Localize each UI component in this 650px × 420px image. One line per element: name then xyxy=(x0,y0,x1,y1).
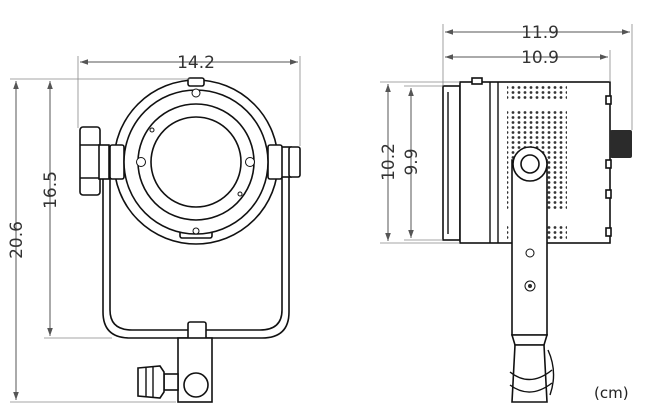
lens-aperture xyxy=(150,116,242,208)
side-depth-total-label: 11.9 xyxy=(521,23,559,43)
front-height-total-label: 20.6 xyxy=(7,221,27,259)
front-height-head-label: 16.5 xyxy=(41,171,61,209)
back-plate xyxy=(442,85,461,241)
vent-grille-top xyxy=(507,84,567,100)
side-depth-body-dimension: 10.9 xyxy=(445,48,611,82)
side-depth-body-label: 10.9 xyxy=(521,48,559,68)
side-connector xyxy=(610,130,632,158)
side-bracket-arm xyxy=(509,146,555,403)
side-height-total-label: 10.2 xyxy=(379,143,399,181)
side-depth-total-dimension: 11.9 xyxy=(442,23,633,130)
front-width-dimension: 14.2 xyxy=(77,53,301,146)
side-height-body-dimension: 9.9 xyxy=(402,85,443,241)
front-mount-block xyxy=(137,321,213,403)
left-tilt-knob xyxy=(79,126,110,196)
unit-label: (cm) xyxy=(594,384,629,402)
front-width-label: 14.2 xyxy=(177,53,215,73)
front-height-total-dimension: 20.6 xyxy=(7,78,190,403)
side-height-total-dimension: 10.2 xyxy=(379,81,460,244)
side-height-body-label: 9.9 xyxy=(402,148,422,175)
side-view: 11.9 10.9 10.2 9.9 xyxy=(379,23,633,403)
front-view: 14.2 20.6 16.5 xyxy=(7,53,301,403)
right-tilt-knob xyxy=(280,146,301,178)
front-height-head-dimension: 16.5 xyxy=(41,81,112,339)
